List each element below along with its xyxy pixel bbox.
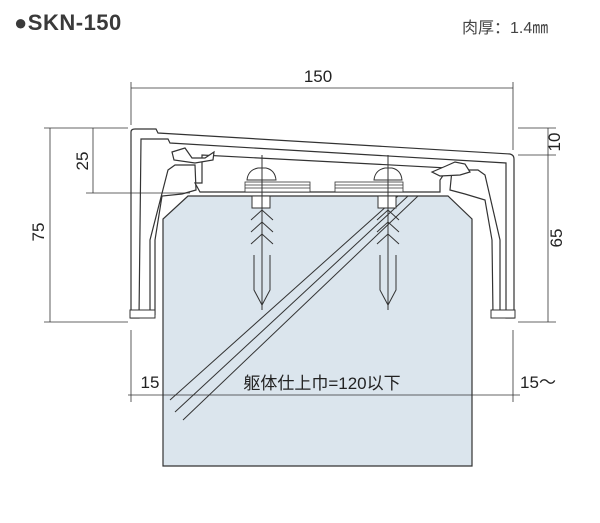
left-foot [129,309,156,319]
right-arm [449,169,501,316]
wall-hatch [169,195,419,421]
right-foot [490,309,516,319]
right-clip [430,161,471,177]
dim-right-margin: 15～ [520,373,556,392]
dim-height-total: 75 [29,223,48,242]
anchor-left [246,155,277,310]
dim-body-width: 躯体仕上巾=120以下 [243,374,400,393]
dim-width-total: 150 [304,67,332,86]
dim-height-upper: 25 [73,152,92,171]
thickness-label: 肉厚：1.4㎜ [462,20,549,37]
dim-right-height: 65 [547,229,566,248]
wall-body [162,195,473,467]
left-arm [149,164,197,315]
dim-right-top: 10 [545,133,564,152]
model-title: ●SKN-150 [14,10,122,35]
base-plate [193,154,450,193]
washer-strips [244,181,404,193]
dimension-lines [44,82,556,402]
dim-left-margin: 15 [141,373,160,392]
anchor-right [373,155,403,310]
cover-profile [130,128,515,319]
left-clip [171,147,215,164]
